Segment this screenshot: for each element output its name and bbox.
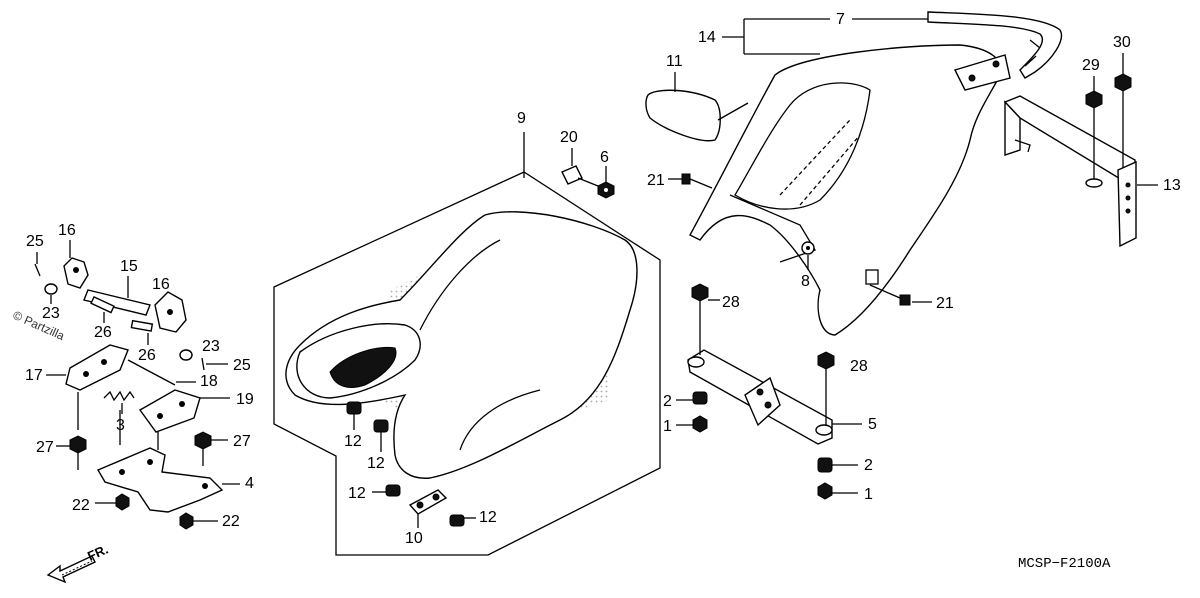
grommet-2-b bbox=[817, 457, 833, 473]
front-arrow bbox=[46, 555, 96, 584]
grommet-2-a bbox=[692, 391, 708, 405]
callout-22a: 22 bbox=[72, 497, 90, 514]
main-seat-frame bbox=[273, 171, 661, 556]
nut-22-b bbox=[179, 512, 194, 530]
callout-18: 18 bbox=[200, 373, 218, 390]
bracket-13 bbox=[1003, 95, 1137, 248]
nut-22-a bbox=[115, 493, 130, 511]
main-seat-group bbox=[273, 171, 661, 556]
bolt-1-b bbox=[817, 482, 833, 500]
bolt-30 bbox=[1114, 73, 1132, 110]
washer-23-b bbox=[179, 349, 193, 361]
leader-11b bbox=[717, 102, 749, 121]
spring-3 bbox=[103, 390, 135, 402]
callout-17: 17 bbox=[25, 367, 43, 384]
nut-6 bbox=[597, 181, 615, 199]
seat-plate-10 bbox=[408, 489, 448, 515]
seat-bracket-5 bbox=[687, 349, 833, 445]
callout-16a: 16 bbox=[58, 222, 76, 239]
bolt-26-b bbox=[130, 319, 154, 332]
callout-26b: 26 bbox=[138, 347, 156, 364]
screw-21-b bbox=[869, 284, 911, 306]
grab-strap bbox=[927, 11, 1063, 79]
callout-23a: 23 bbox=[42, 305, 60, 322]
main-seat-seam bbox=[419, 239, 541, 451]
callout-11: 11 bbox=[666, 53, 683, 70]
callout-13: 13 bbox=[1163, 177, 1181, 194]
front-label: FR. bbox=[85, 542, 110, 564]
callout-28a: 28 bbox=[722, 294, 740, 311]
callout-30: 30 bbox=[1113, 34, 1131, 51]
callout-29: 29 bbox=[1082, 57, 1100, 74]
callout-7: 7 bbox=[836, 11, 845, 28]
bolt-26-a bbox=[90, 295, 115, 314]
rear-cowl bbox=[689, 44, 1002, 336]
shaft-15 bbox=[83, 289, 151, 316]
grommet-12-c bbox=[385, 484, 401, 497]
callout-8: 8 bbox=[801, 273, 810, 290]
main-seat-inner-tray bbox=[329, 346, 397, 388]
grommet-12-b bbox=[373, 419, 389, 433]
callout-26a: 26 bbox=[94, 324, 112, 341]
bolt-29 bbox=[1085, 90, 1103, 130]
main-seat bbox=[285, 211, 638, 479]
washer-29 bbox=[1085, 178, 1103, 188]
passenger-cushion-11 bbox=[645, 89, 721, 142]
callout-14: 14 bbox=[698, 29, 716, 46]
callout-12c: 12 bbox=[348, 485, 366, 502]
grommet-12-a bbox=[346, 401, 362, 415]
callout-1a: 1 bbox=[663, 418, 672, 435]
callout-10: 10 bbox=[405, 530, 423, 547]
pin-25-a bbox=[34, 263, 41, 277]
callout-16b: 16 bbox=[152, 276, 170, 293]
callout-15: 15 bbox=[120, 258, 138, 275]
callout-20: 20 bbox=[560, 129, 578, 146]
callout-4: 4 bbox=[245, 475, 254, 492]
callout-27a: 27 bbox=[36, 439, 54, 456]
callout-22b: 22 bbox=[222, 513, 240, 530]
callout-5: 5 bbox=[868, 416, 877, 433]
callout-2a: 2 bbox=[663, 393, 672, 410]
lever-17 bbox=[65, 344, 129, 391]
assembly-lines bbox=[77, 392, 159, 450]
callout-12d: 12 bbox=[479, 509, 497, 526]
screw-21-a bbox=[681, 173, 713, 189]
callout-28b: 28 bbox=[850, 358, 868, 375]
rear-cowl-lower-lip bbox=[729, 194, 816, 263]
latch-19 bbox=[138, 389, 201, 433]
callout-25a: 25 bbox=[26, 233, 44, 250]
callout-9: 9 bbox=[517, 110, 526, 127]
bolt-27-a bbox=[69, 435, 87, 470]
cable-18 bbox=[127, 359, 176, 386]
bolt-20 bbox=[561, 165, 599, 187]
callout-19: 19 bbox=[236, 391, 254, 408]
grab-strap-stitch bbox=[1024, 39, 1041, 67]
grommet-12-d bbox=[449, 514, 465, 527]
bolt-27-b bbox=[194, 431, 212, 466]
callout-21b: 21 bbox=[936, 295, 954, 312]
lock-base-4 bbox=[96, 447, 224, 513]
rear-cowl-seat-area bbox=[734, 82, 871, 210]
bolt-28-b bbox=[817, 351, 835, 425]
rear-cowl-group bbox=[689, 44, 1011, 336]
bolt-28-a bbox=[691, 283, 709, 355]
callout-12b: 12 bbox=[367, 455, 385, 472]
callout-12a: 12 bbox=[344, 433, 362, 450]
washer-23-a bbox=[44, 283, 58, 295]
diagram-code: MCSP−F2100A bbox=[1018, 556, 1111, 572]
callout-25b: 25 bbox=[233, 357, 251, 374]
callout-23b: 23 bbox=[202, 338, 220, 355]
callout-6: 6 bbox=[600, 149, 609, 166]
callout-27b: 27 bbox=[233, 433, 251, 450]
callout-21a: 21 bbox=[647, 172, 665, 189]
callout-1b: 1 bbox=[864, 486, 873, 503]
callout-2b: 2 bbox=[864, 457, 873, 474]
rear-cowl-hatch bbox=[779, 119, 861, 206]
pin-25-b bbox=[201, 357, 205, 371]
bolt-1-a bbox=[692, 415, 708, 433]
